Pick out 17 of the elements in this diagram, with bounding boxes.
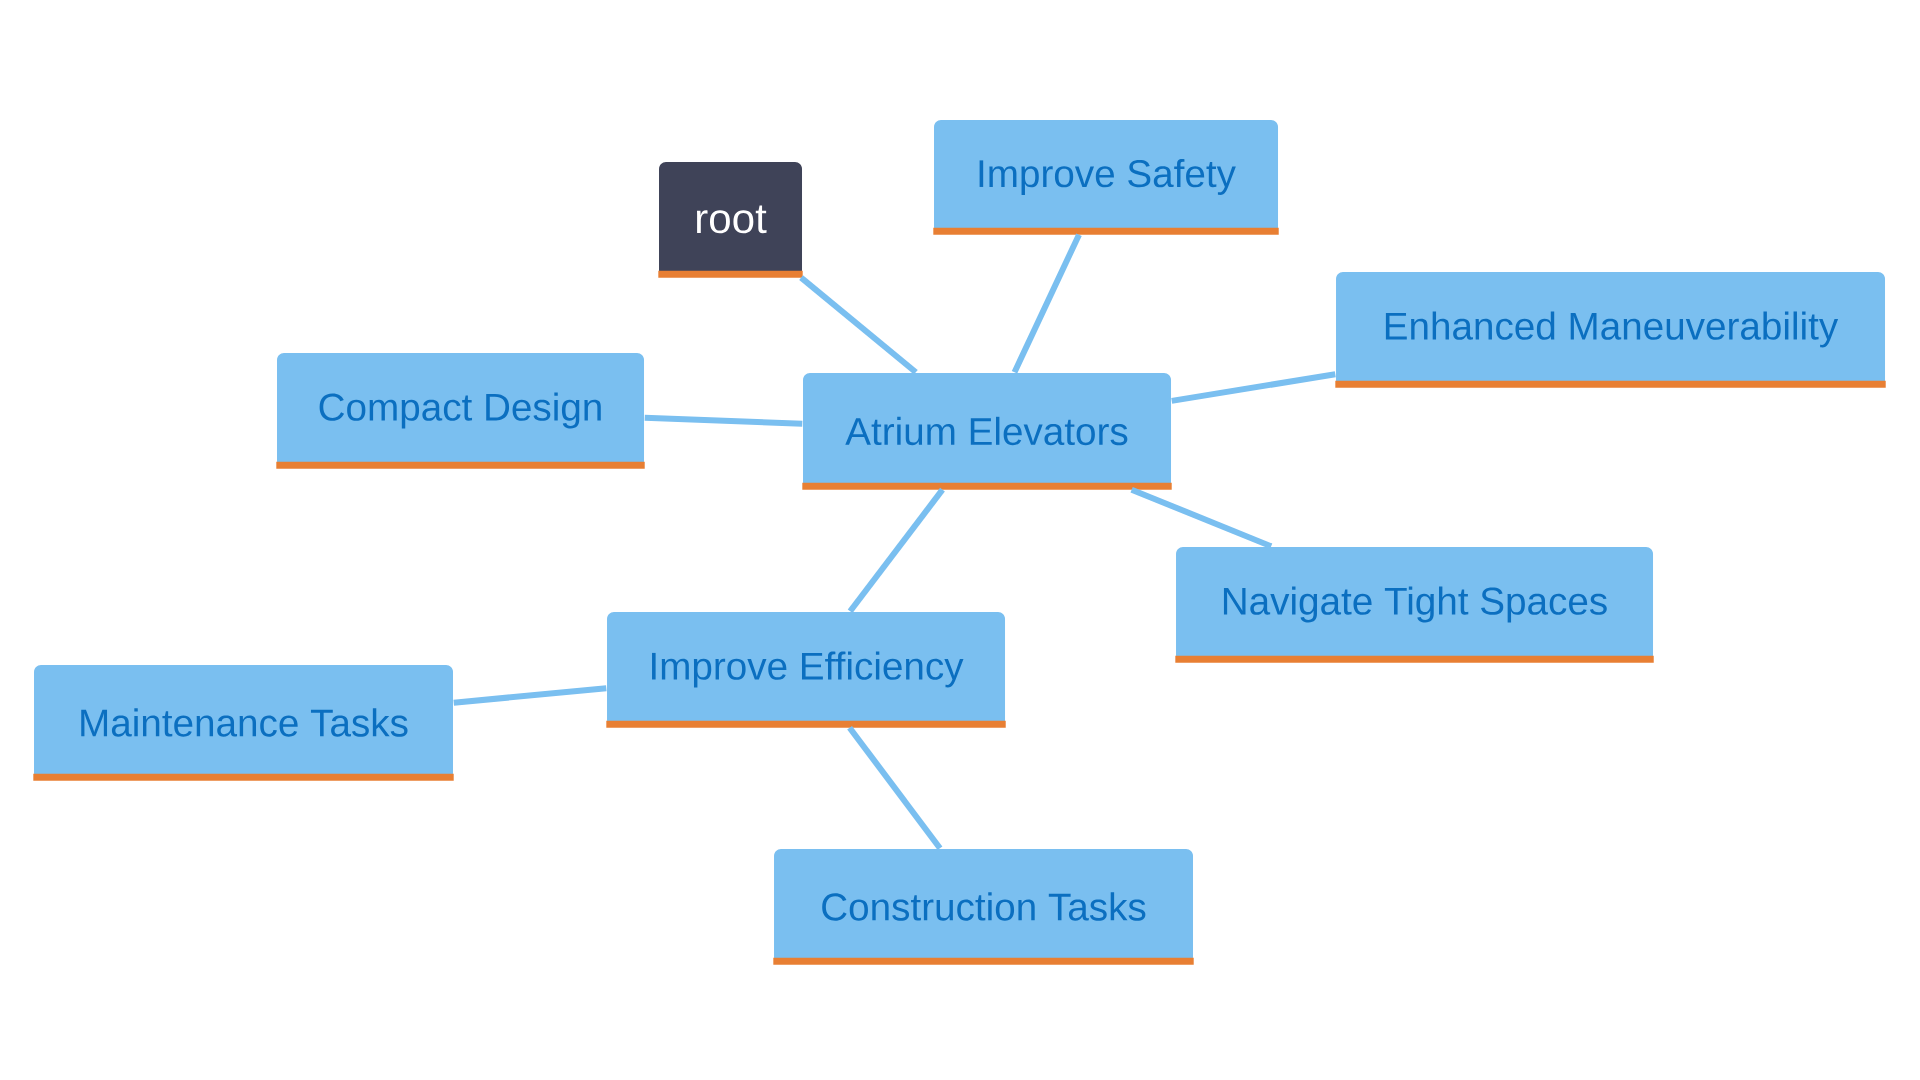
- connector-line: [644, 414, 803, 427]
- mindmap-box: Construction Tasks: [773, 849, 1194, 965]
- mindmap-box: Maintenance Tasks: [33, 665, 454, 781]
- connector-line: [1130, 486, 1273, 550]
- connector-line: [847, 725, 943, 851]
- connector-line: [847, 487, 945, 614]
- connector-line: [1171, 371, 1336, 404]
- connector-line: [453, 685, 607, 706]
- mindmap-box: Improve Efficiency: [606, 612, 1006, 728]
- mindmap-box: Compact Design: [276, 353, 645, 469]
- mindmap-box: Enhanced Maneuverability: [1335, 272, 1886, 388]
- connector-line: [1011, 233, 1082, 374]
- connector-line: [799, 275, 918, 375]
- mindmap-box: Navigate Tight Spaces: [1175, 547, 1654, 663]
- mindmap-box: root: [658, 162, 803, 278]
- mindmap-box: Atrium Elevators: [802, 373, 1172, 490]
- mindmap-box: Improve Safety: [933, 120, 1279, 235]
